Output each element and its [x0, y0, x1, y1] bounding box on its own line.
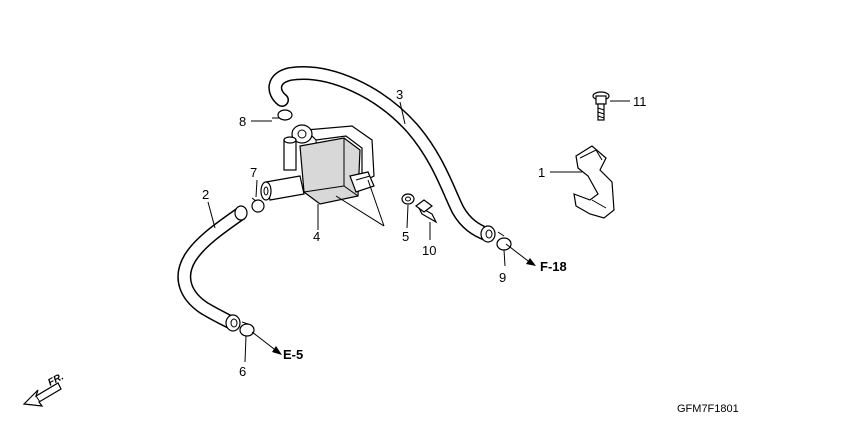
washer-5	[401, 193, 415, 205]
hose-3	[268, 66, 496, 243]
arrow-to-e5	[272, 346, 282, 355]
diagram-code: GFM7F1801	[677, 403, 739, 415]
callout-7: 7	[250, 165, 257, 180]
callout-1: 1	[538, 165, 545, 180]
clip-6	[239, 321, 255, 337]
hose-2	[177, 205, 248, 332]
callout-5: 5	[402, 229, 409, 244]
front-direction-arrow-icon	[22, 382, 62, 407]
callout-11: 11	[633, 94, 647, 109]
reference-e5: E-5	[283, 347, 303, 362]
callout-3: 3	[396, 87, 403, 102]
callout-9: 9	[499, 270, 506, 285]
clip-9	[496, 231, 512, 251]
callout-6: 6	[239, 364, 246, 379]
arrow-to-f18	[526, 258, 536, 266]
bolt-11	[592, 91, 610, 121]
clip-8	[272, 109, 293, 121]
leader-lines	[207, 100, 630, 363]
callout-2: 2	[202, 187, 209, 202]
callout-4: 4	[313, 229, 320, 244]
front-direction-label: FR.	[46, 371, 65, 388]
clamp-1	[573, 145, 615, 219]
solenoid-valve	[260, 124, 375, 205]
callout-10: 10	[422, 243, 436, 258]
reference-f18: F-18	[540, 259, 567, 274]
clip-7	[251, 197, 265, 213]
bolt-10	[415, 199, 438, 224]
callout-8: 8	[239, 114, 246, 129]
